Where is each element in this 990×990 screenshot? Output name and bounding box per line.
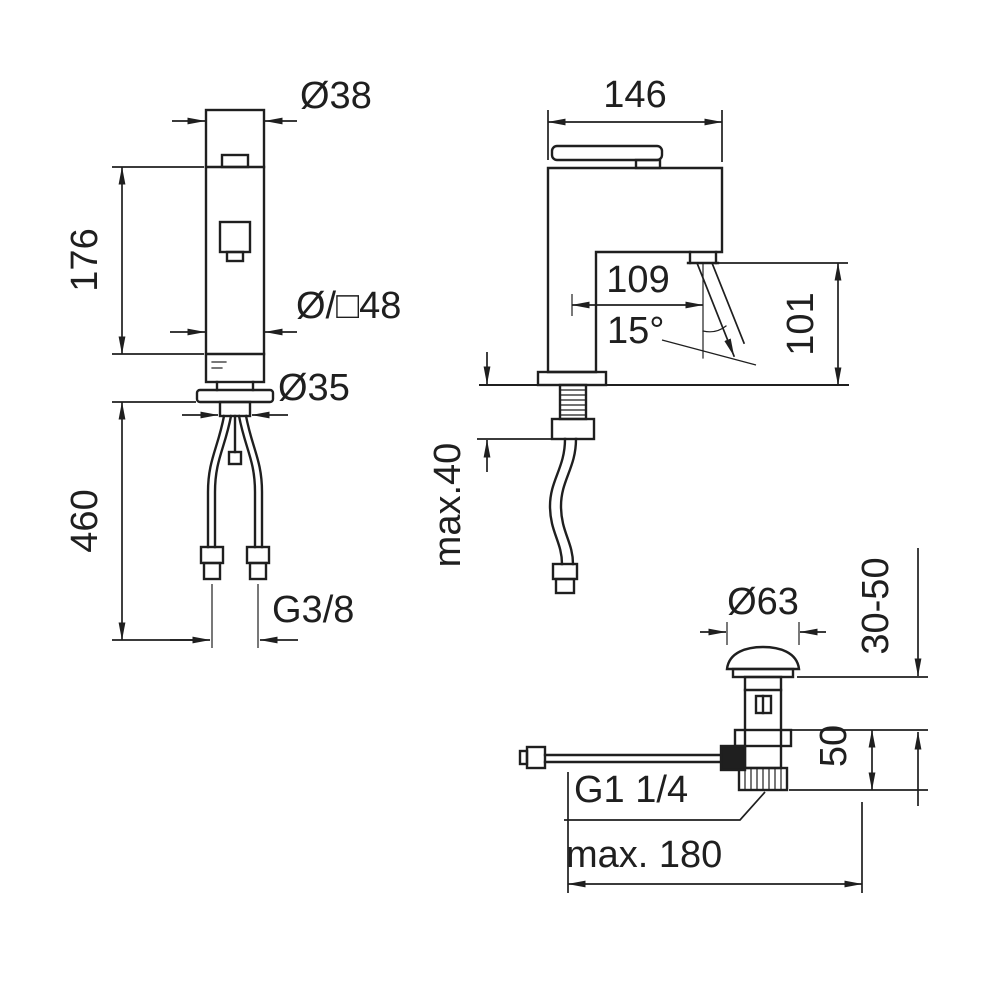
supply-hose-left <box>199 414 233 581</box>
front-view-dimensions <box>112 117 298 648</box>
side-view-outline <box>479 144 849 595</box>
dim-side-outlet-height-label: 101 <box>780 292 822 355</box>
rod-joint <box>719 744 747 772</box>
rod-knob <box>525 745 547 770</box>
stud-nut <box>227 450 243 466</box>
side-view-dimensions <box>477 110 848 472</box>
pop-up-rod <box>518 744 747 772</box>
rod-knob-tip <box>518 749 529 766</box>
drain-view: Ø63 30-50 50 G1 1/4 max. 180 <box>518 548 928 893</box>
dim-front-hose-thread-label: G3/8 <box>272 589 354 631</box>
dim-side-spout-reach-label: 109 <box>606 259 669 301</box>
water-stream <box>695 261 746 359</box>
dim-drain-thread-label: G1 1/4 <box>574 769 688 811</box>
brand-mark <box>211 361 227 369</box>
threaded-collar <box>737 766 789 792</box>
dim-side-spout-angle-label: 15° <box>607 310 664 352</box>
drain-view-dimensions <box>564 548 928 893</box>
side-view: 146 109 15° 101 max.40 <box>427 74 849 595</box>
side-view-labels: 146 109 15° 101 max.40 <box>427 74 822 567</box>
front-view-labels: Ø38 176 Ø/□48 Ø35 460 G3/8 <box>64 75 401 631</box>
top-cap-detail <box>220 153 250 169</box>
dim-side-deck-thickness-label: max.40 <box>427 443 469 568</box>
faucet-body-front <box>204 108 266 384</box>
front-view: Ø38 176 Ø/□48 Ø35 460 G3/8 <box>64 75 401 648</box>
supply-hose-side <box>548 437 579 595</box>
dim-front-body-width-label: Ø/□48 <box>296 285 401 327</box>
drain-dome <box>725 645 801 671</box>
dim-drain-rod-length-label: max. 180 <box>566 834 722 876</box>
dim-drain-flange-diameter-label: Ø63 <box>727 581 799 623</box>
dim-front-body-height-label: 176 <box>64 228 106 291</box>
threaded-shank <box>558 383 588 421</box>
base-flange <box>195 388 275 404</box>
drain-locknut <box>733 728 793 748</box>
deck-flange <box>536 370 608 387</box>
drain-view-outline <box>518 645 801 792</box>
drain-view-labels: Ø63 30-50 50 G1 1/4 max. 180 <box>566 557 897 876</box>
dim-side-depth-label: 146 <box>603 74 666 116</box>
dim-drain-clamp-range-label: 30-50 <box>855 557 897 654</box>
sensor-window-lower <box>225 250 245 263</box>
front-view-outline <box>195 108 275 581</box>
mounting-nut <box>218 400 252 418</box>
fixing-nut <box>550 417 596 441</box>
supply-hose-right <box>237 414 271 581</box>
dim-drain-lower-height-label: 50 <box>813 725 855 767</box>
dim-front-base-width-label: Ø35 <box>278 367 350 409</box>
handle-lever <box>550 144 664 162</box>
dim-front-spout-width-label: Ø38 <box>300 75 372 117</box>
sensor-window <box>218 220 252 254</box>
dim-front-hose-length-label: 460 <box>64 489 106 552</box>
